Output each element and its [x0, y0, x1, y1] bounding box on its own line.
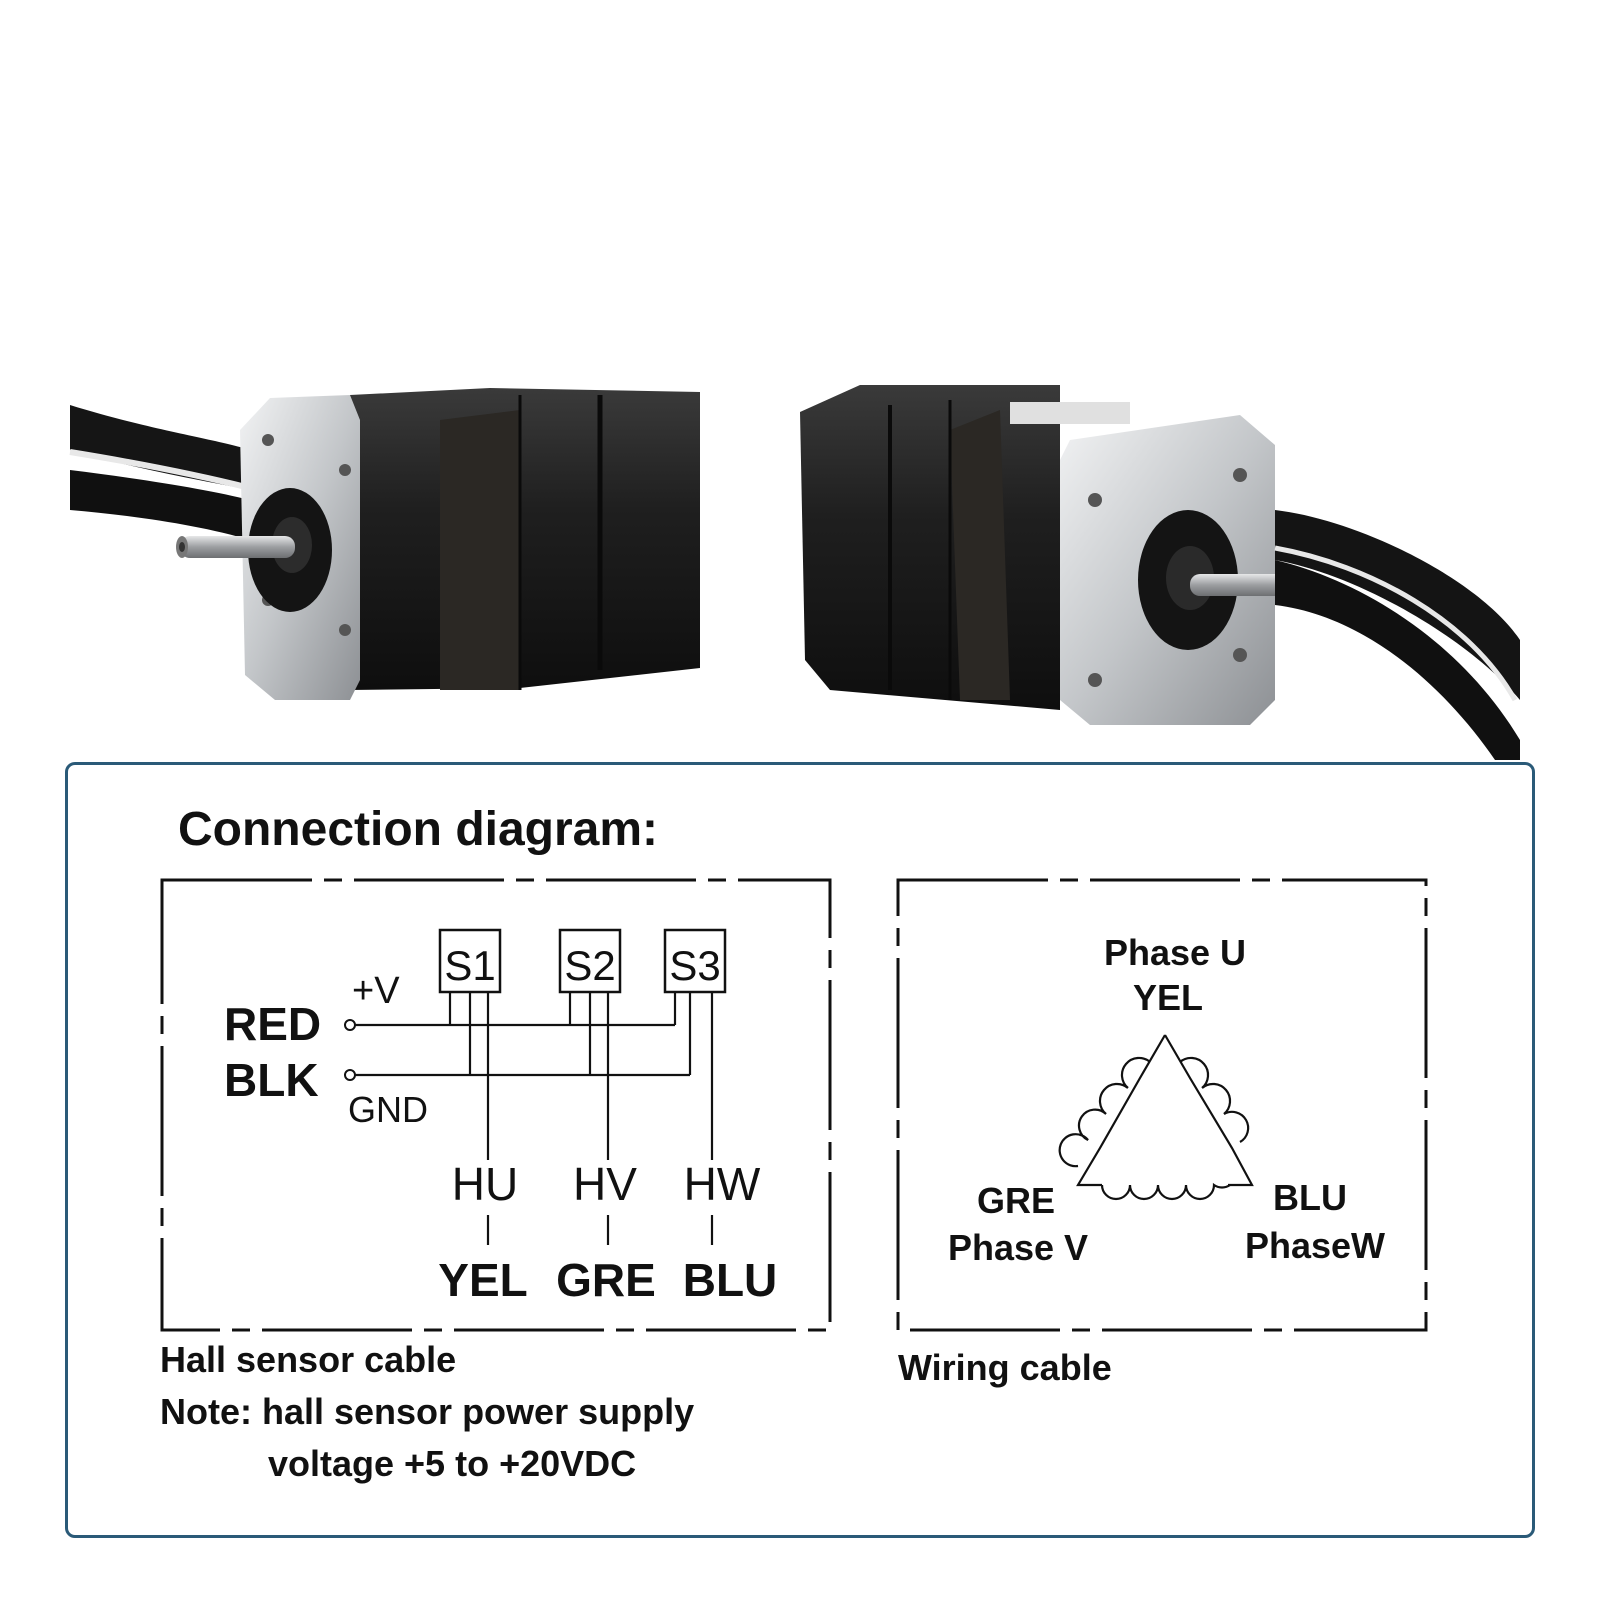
hall-note-line2: voltage +5 to +20VDC: [268, 1443, 636, 1484]
brushless-motor-left: [69, 388, 700, 700]
sensor-label-s3: S3: [669, 942, 720, 989]
phase-u-label: Phase U: [1104, 932, 1246, 973]
hall-wiring: [352, 992, 714, 1245]
hall-note-line1: Note: hall sensor power supply: [160, 1391, 694, 1432]
hall-cable-caption: Hall sensor cable: [160, 1339, 456, 1380]
connection-diagram-panel: [65, 762, 1535, 1538]
sensor-label-s1: S1: [444, 942, 495, 989]
coil-winding-icon: [1058, 1034, 1254, 1201]
gnd-label: GND: [348, 1089, 428, 1130]
output-hv: HV: [573, 1158, 637, 1210]
phase-u-color: YEL: [1133, 977, 1203, 1018]
output-hu: HU: [452, 1158, 518, 1210]
output-hw: HW: [684, 1158, 761, 1210]
red-wire-label: RED: [224, 998, 321, 1050]
color-blu: BLU: [683, 1254, 778, 1306]
diagram-title: Connection diagram:: [178, 803, 658, 856]
hall-sensor-s3: S3: [663, 928, 727, 994]
color-yel: YEL: [438, 1254, 527, 1306]
sensor-label-s2: S2: [564, 942, 615, 989]
hall-sensor-s2: S2: [558, 928, 622, 994]
wiring-cable-caption: Wiring cable: [898, 1347, 1112, 1388]
wiring-box: Phase U YEL GRE Phase V BLU PhaseW: [896, 878, 1428, 1332]
hall-sensor-s1: S1: [438, 928, 502, 994]
hall-sensor-box: S1 S2 S3 +V RED: [160, 878, 832, 1332]
phase-v-color: GRE: [977, 1180, 1055, 1221]
phase-v-label: Phase V: [948, 1227, 1088, 1268]
phase-w-color: BLU: [1273, 1177, 1347, 1218]
blk-wire-label: BLK: [224, 1054, 319, 1106]
brushless-motor-right: [800, 385, 1520, 760]
motor-photo: [69, 385, 1520, 760]
phase-w-label: PhaseW: [1245, 1225, 1385, 1266]
vplus-label: +V: [352, 970, 400, 1012]
color-gre: GRE: [556, 1254, 656, 1306]
